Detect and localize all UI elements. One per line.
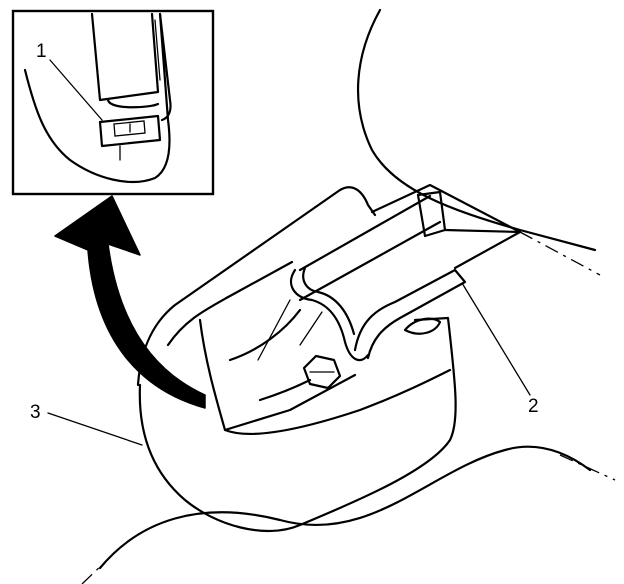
leader-lines [47, 59, 531, 446]
callout-2-label: 2 [528, 396, 539, 417]
seat-body-outline [81, 8, 616, 584]
bracket [353, 268, 467, 360]
callout-3-label: 3 [30, 402, 41, 423]
seat-rail [298, 183, 522, 302]
detail-inset [11, 9, 215, 196]
trim-cover [136, 186, 457, 533]
leader-3 [47, 412, 143, 446]
spring-clip [257, 266, 370, 362]
leader-1 [49, 59, 103, 121]
leader-2 [461, 282, 531, 396]
mounting-bolt [302, 354, 342, 390]
removal-arrow [54, 195, 206, 409]
callout-1-label: 1 [36, 41, 47, 62]
